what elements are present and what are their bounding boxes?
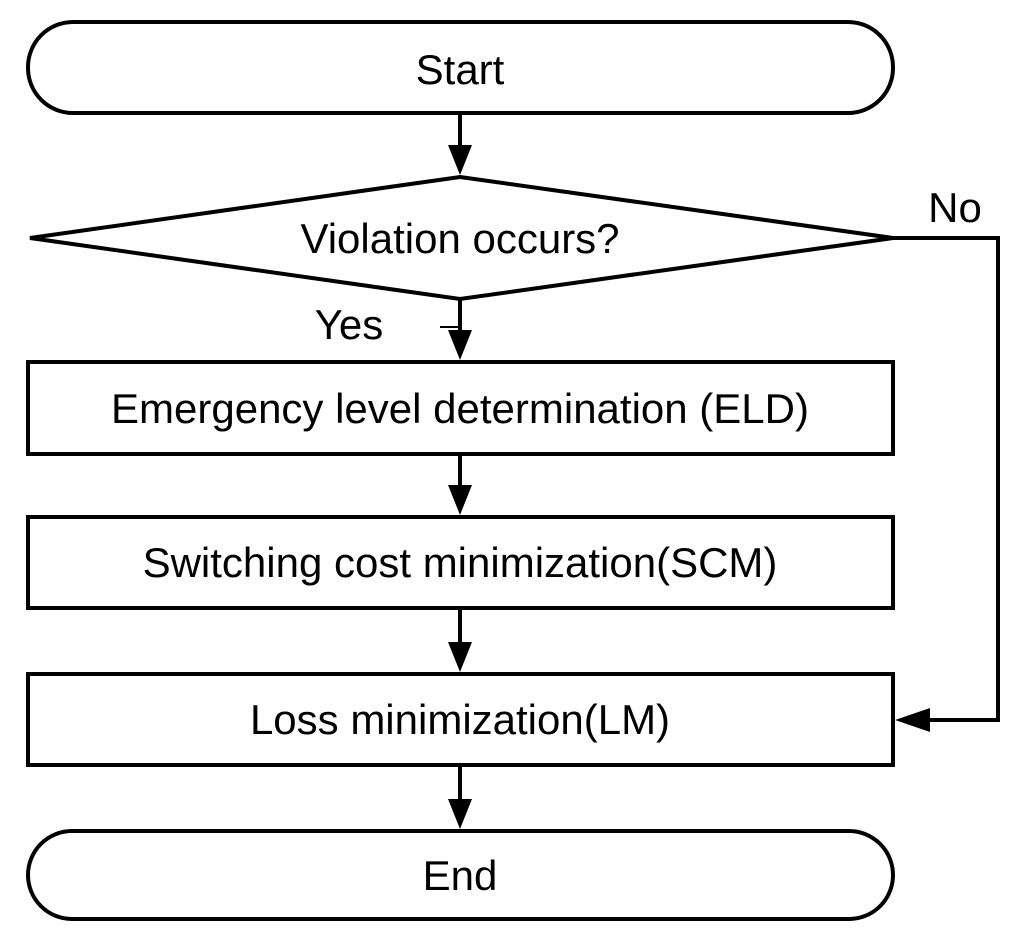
arrow-yes-branch: Yes: [315, 299, 472, 360]
end-node-shape: [26, 829, 895, 921]
arrow-lm-to-end-head: [448, 799, 472, 829]
lm-node: Loss minimization(LM): [26, 672, 895, 767]
no-label: No: [928, 184, 982, 231]
end-node: End: [26, 829, 895, 921]
end-node-label: End: [423, 852, 498, 899]
start-node-label: Start: [416, 46, 505, 93]
eld-node-shape: [26, 360, 895, 456]
arrow-scm-to-lm: [448, 608, 472, 672]
arrow-start-to-decision-head: [448, 145, 472, 175]
arrow-no-branch-head: [895, 708, 930, 732]
decision-node: Violation occurs?: [29, 174, 894, 302]
arrow-no-branch: No: [893, 184, 1000, 732]
start-node: Start: [26, 20, 895, 115]
eld-node: Emergency level determination (ELD): [26, 360, 895, 456]
arrow-no-branch-line: [893, 236, 1000, 722]
arrow-start-to-decision: [448, 113, 472, 175]
decision-node-label: Violation occurs?: [300, 215, 619, 262]
eld-node-label: Emergency level determination (ELD): [111, 385, 809, 432]
arrow-eld-to-scm-head: [448, 485, 472, 515]
scm-node: Switching cost minimization(SCM): [26, 515, 895, 610]
lm-node-label: Loss minimization(LM): [250, 696, 670, 743]
yes-label: Yes: [315, 301, 384, 348]
arrow-scm-to-lm-head: [448, 642, 472, 672]
scm-node-label: Switching cost minimization(SCM): [143, 539, 778, 586]
arrow-eld-to-scm: [448, 454, 472, 515]
arrow-yes-branch-head: [448, 330, 472, 360]
arrow-lm-to-end: [448, 765, 472, 829]
